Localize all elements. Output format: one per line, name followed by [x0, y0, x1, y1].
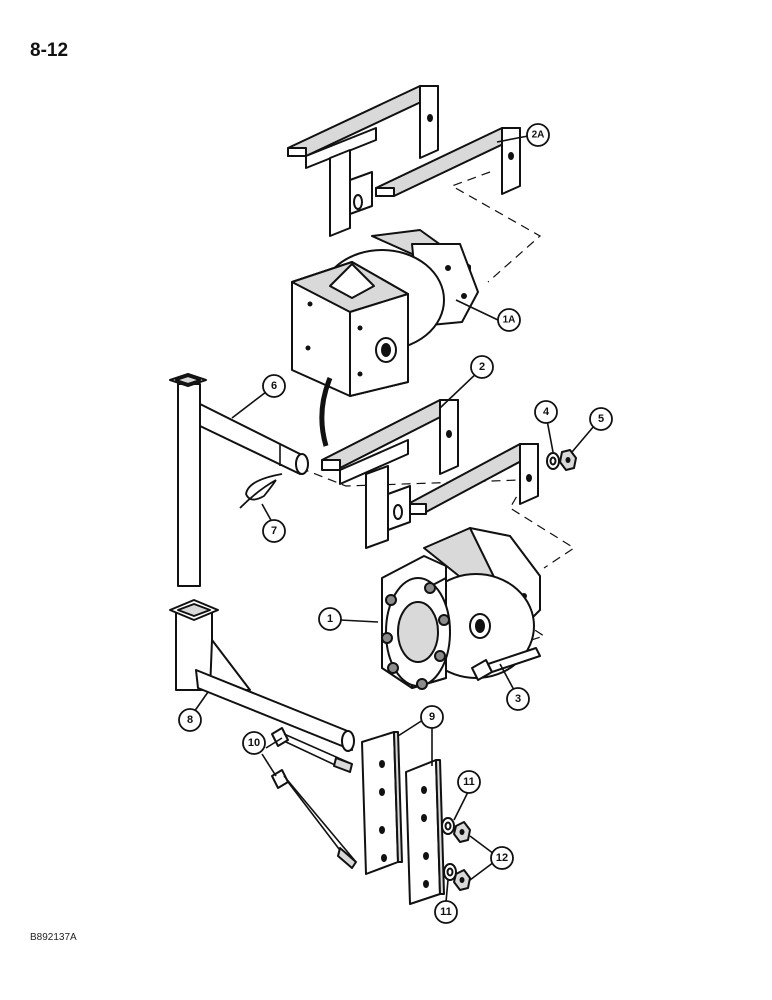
callout-label: 11 — [463, 776, 475, 788]
callout-label: 1 — [327, 613, 333, 625]
callout-label: 6 — [271, 380, 277, 392]
callout-10: 10 — [242, 731, 266, 755]
spacer-plate-left — [361, 731, 403, 875]
callout-label: 12 — [496, 852, 508, 864]
callout-1a: 1A — [497, 308, 521, 332]
callout-label: 11 — [440, 906, 452, 918]
callout-11-upper: 11 — [457, 770, 481, 794]
callout-11-lower: 11 — [434, 900, 458, 924]
callout-label: 1A — [503, 315, 516, 326]
callout-4: 4 — [534, 400, 558, 424]
callout-label: 8 — [187, 714, 193, 726]
callout-2a: 2A — [526, 123, 550, 147]
callout-label: 3 — [515, 693, 521, 705]
hex-nut — [559, 449, 577, 471]
callout-3: 3 — [506, 687, 530, 711]
page-number: 8-12 — [30, 40, 69, 61]
callout-label: 4 — [543, 406, 550, 418]
mounting-bracket-upper — [287, 85, 521, 237]
leader-lines — [193, 135, 595, 903]
callout-label: 10 — [248, 737, 260, 749]
callout-1: 1 — [318, 607, 342, 631]
washer-lower — [443, 863, 457, 881]
washer-upper — [441, 817, 455, 835]
hydraulic-pump-lower — [381, 527, 541, 690]
mounting-bracket-lower — [321, 399, 539, 549]
callout-12: 12 — [490, 846, 514, 870]
nut-lower — [453, 869, 471, 891]
callout-9: 9 — [420, 705, 444, 729]
hydraulic-pump-upper — [291, 229, 479, 397]
callout-label: 7 — [271, 525, 277, 537]
support-post-upper — [169, 373, 309, 587]
callout-label: 2 — [479, 361, 485, 373]
assembly-arrow — [319, 377, 333, 447]
long-bolt-lower — [271, 769, 357, 869]
callout-label: 9 — [429, 711, 435, 723]
spacer-plate-right — [405, 759, 445, 905]
hair-pin-clip — [239, 473, 283, 509]
lock-washer — [546, 452, 560, 470]
callout-8: 8 — [178, 708, 202, 732]
nut-upper — [453, 821, 471, 843]
callout-7: 7 — [262, 519, 286, 543]
callout-label: 5 — [598, 413, 604, 425]
callout-label: 2A — [532, 130, 545, 141]
callout-6: 6 — [262, 374, 286, 398]
figure-code: B892137A — [30, 932, 77, 943]
callout-5: 5 — [589, 407, 613, 431]
callout-2: 2 — [470, 355, 494, 379]
support-post-lower — [169, 599, 355, 752]
